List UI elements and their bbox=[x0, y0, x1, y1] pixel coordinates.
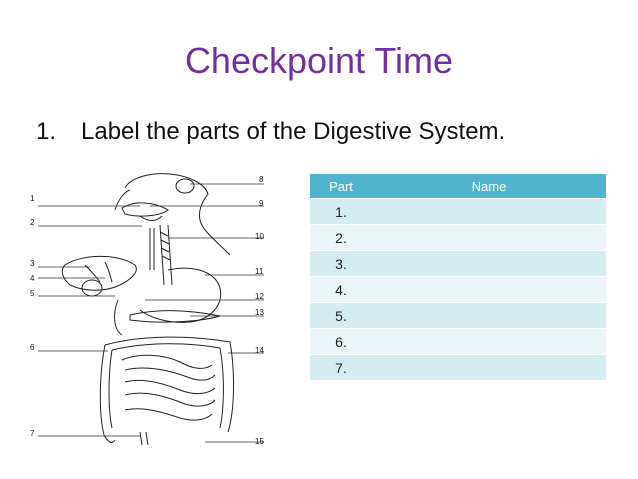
table-row: 2. bbox=[310, 224, 606, 251]
diagram-label-11: 11 bbox=[255, 267, 264, 276]
table-row: 6. bbox=[310, 328, 606, 355]
part-cell: 2. bbox=[310, 224, 372, 251]
name-cell bbox=[372, 354, 606, 380]
diagram-label-13: 13 bbox=[255, 308, 264, 317]
diagram-label-1: 1 bbox=[30, 194, 35, 203]
part-cell: 1. bbox=[310, 198, 372, 225]
digestive-system-diagram: 1 2 3 4 5 6 7 8 9 10 11 12 13 14 15 bbox=[30, 173, 264, 446]
answer-table: Part Name 1. 2. 3. 4. 5. 6. 7. bbox=[310, 174, 606, 380]
table-row: 4. bbox=[310, 276, 606, 303]
diagram-label-5: 5 bbox=[30, 289, 35, 298]
part-cell: 6. bbox=[310, 328, 372, 355]
part-cell: 7. bbox=[310, 354, 372, 380]
name-cell bbox=[372, 224, 606, 251]
diagram-label-9: 9 bbox=[259, 199, 264, 208]
question-number: 1. bbox=[36, 118, 57, 145]
part-cell: 5. bbox=[310, 302, 372, 329]
question-label: Label the parts of the Digestive System. bbox=[81, 118, 506, 145]
slide-title: Checkpoint Time bbox=[184, 40, 454, 81]
table-row: 5. bbox=[310, 302, 606, 329]
table-row: 3. bbox=[310, 250, 606, 277]
table-row: 7. bbox=[310, 354, 606, 380]
name-cell bbox=[372, 250, 606, 277]
diagram-label-15: 15 bbox=[255, 437, 264, 446]
diagram-label-4: 4 bbox=[30, 274, 35, 283]
name-cell bbox=[372, 302, 606, 329]
part-cell: 3. bbox=[310, 250, 372, 277]
diagram-label-7: 7 bbox=[30, 429, 35, 438]
question-text: 1. Label the parts of the Digestive Syste… bbox=[36, 118, 505, 146]
header-part: Part bbox=[310, 174, 372, 199]
table-row: 1. bbox=[310, 198, 606, 225]
diagram-label-14: 14 bbox=[255, 346, 264, 355]
diagram-label-10: 10 bbox=[255, 232, 264, 241]
part-cell: 4. bbox=[310, 276, 372, 303]
header-name: Name bbox=[372, 174, 606, 199]
diagram-label-12: 12 bbox=[255, 292, 264, 301]
diagram-label-3: 3 bbox=[30, 259, 35, 268]
diagram-label-6: 6 bbox=[30, 343, 35, 352]
name-cell bbox=[372, 328, 606, 355]
diagram-label-8: 8 bbox=[259, 175, 264, 184]
name-cell bbox=[372, 198, 606, 225]
name-cell bbox=[372, 276, 606, 303]
table-header-row: Part Name bbox=[310, 174, 606, 199]
diagram-label-2: 2 bbox=[30, 218, 35, 227]
